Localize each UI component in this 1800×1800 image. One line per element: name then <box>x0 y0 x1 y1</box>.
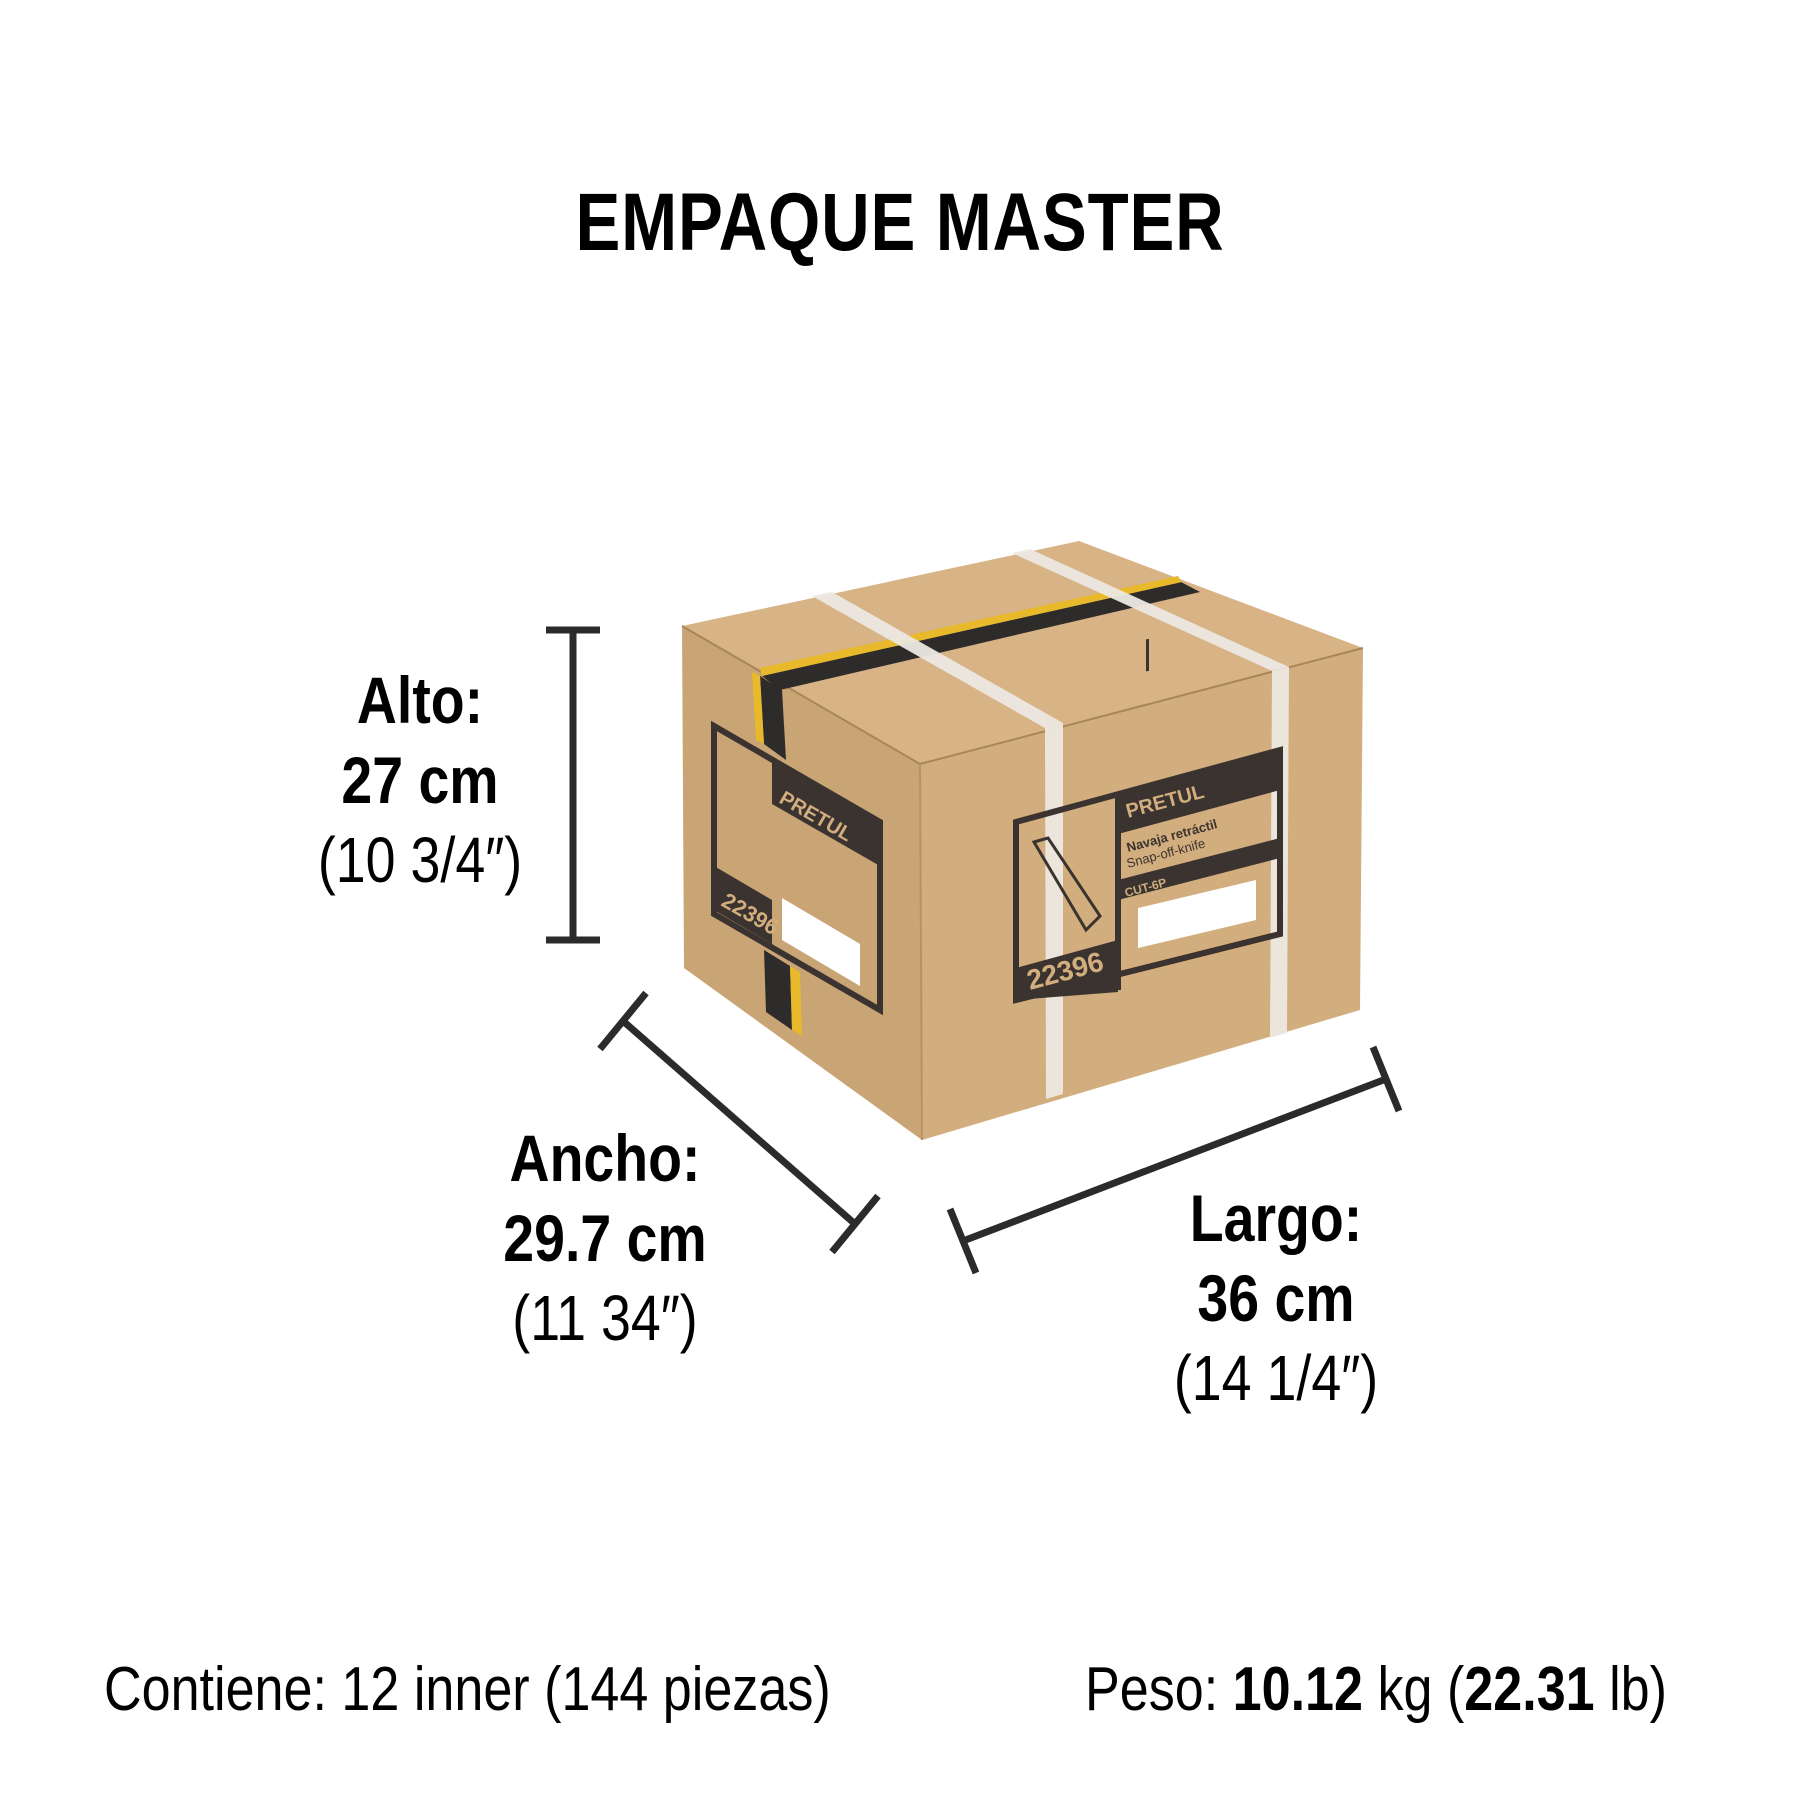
weight-lb-open: ( <box>1446 1655 1465 1724</box>
page-title: EMPAQUE MASTER <box>575 177 1225 268</box>
alto-label: Alto: <box>356 663 484 737</box>
contents-label: Contiene: <box>104 1655 327 1724</box>
weight-lb-unit: lb) <box>1609 1655 1667 1724</box>
ancho-dimension: Ancho: 29.7 cm (11 34″) <box>479 1118 731 1358</box>
largo-label: Largo: <box>1189 1181 1363 1255</box>
largo-metric: 36 cm <box>1197 1261 1355 1335</box>
weight-kg-value: 10.12 <box>1232 1655 1363 1724</box>
alto-imperial: (10 3/4″) <box>317 824 523 896</box>
box-top-face <box>682 541 1363 764</box>
weight-lb-value: 22.31 <box>1464 1655 1595 1724</box>
weight-info: Peso: 10.12 kg (22.31 lb) <box>1085 1650 1667 1730</box>
weight-kg-unit: kg <box>1377 1655 1433 1724</box>
ancho-bracket <box>597 990 881 1255</box>
box-left-face <box>682 626 922 1140</box>
weight-label: Peso: <box>1085 1655 1219 1724</box>
ancho-label: Ancho: <box>509 1121 701 1195</box>
alto-bracket <box>546 626 600 944</box>
right-face-label: PRETUL Navaja retráctil Snap-off-knife C… <box>1013 638 1283 1004</box>
largo-dimension: Largo: 36 cm (14 1/4″) <box>1150 1178 1402 1418</box>
ancho-imperial: (11 34″) <box>512 1282 698 1354</box>
largo-imperial: (14 1/4″) <box>1173 1342 1379 1414</box>
largo-bracket <box>946 1045 1403 1275</box>
alto-dimension: Alto: 27 cm (10 3/4″) <box>294 660 546 900</box>
ancho-metric: 29.7 cm <box>503 1201 707 1275</box>
contents-info: Contiene: 12 inner (144 piezas) <box>104 1650 831 1730</box>
contents-value: 12 inner (144 piezas) <box>341 1655 831 1724</box>
packing-tape <box>752 576 1200 1036</box>
knife-icon <box>1031 836 1102 933</box>
alto-metric: 27 cm <box>341 743 499 817</box>
